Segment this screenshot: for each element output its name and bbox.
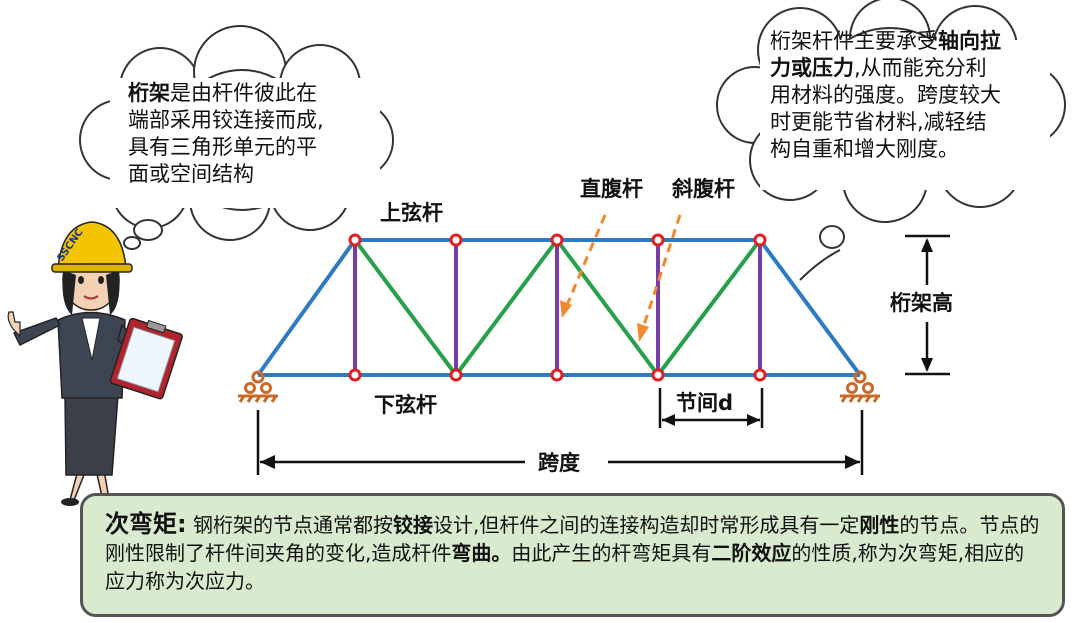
panel-dimension	[658, 388, 764, 428]
diagonal-member	[555, 238, 660, 377]
info-bold: 铰接	[392, 513, 433, 537]
span-dimension	[256, 410, 864, 475]
end-post-right	[758, 238, 862, 377]
truss-height-label: 桁架高	[890, 291, 953, 315]
truss	[256, 233, 862, 382]
info-title: 次弯矩:	[105, 510, 187, 538]
support-right	[840, 370, 880, 403]
diagonal-member	[656, 238, 762, 377]
height-dimension	[905, 234, 950, 376]
left-bubble-line: 是由杆件彼此在	[170, 81, 317, 105]
web-pointer-arrows	[560, 214, 682, 342]
info-text: 由此产生的杆弯矩具有	[511, 541, 712, 565]
info-text: 的性质,称为次弯矩,相应的应力称为次应力。	[105, 541, 1025, 593]
right-bubble-line: ,从而能充分利	[854, 56, 987, 80]
truss-node	[753, 233, 767, 247]
panel-length-label: 节间d	[676, 391, 733, 415]
truss-node	[651, 368, 665, 382]
right-bubble-text: 桁架杆件主要承受轴向拉 力或压力,从而能充分利 用材料的强度。跨度较大 时更能节…	[770, 28, 1050, 163]
secondary-moment-info-box: 次弯矩: 钢桁架的节点通常都按铰接设计,但杆件之间的连接构造却时常形成具有一定刚…	[80, 493, 1065, 617]
right-bubble-line: 时更能节省材料,减轻结	[770, 110, 987, 134]
info-bold: 二阶效应	[711, 541, 792, 565]
truss-node	[651, 233, 665, 247]
diagonal-member	[353, 238, 458, 377]
truss-node	[550, 368, 564, 382]
truss-node	[449, 233, 463, 247]
left-thought-bubble	[79, 25, 394, 250]
truss-node	[753, 368, 767, 382]
bottom-chord-label: 下弦杆	[374, 393, 437, 417]
truss-node	[449, 368, 463, 382]
support-left	[238, 370, 278, 403]
info-text: 钢桁架的节点通常都按	[192, 513, 393, 537]
left-bubble-line: 端部采用铰连接而成,	[128, 108, 324, 132]
diagonal-web-label: 斜腹杆	[671, 177, 735, 201]
truss-node	[348, 233, 362, 247]
info-text: 设计,但杆件之间的连接构造却时常形成具有一定	[432, 513, 860, 537]
diagonal-member	[454, 238, 559, 377]
vertical-web-label: 直腹杆	[580, 177, 643, 201]
left-bubble-line: 面或空间结构	[128, 162, 254, 186]
right-bubble-bold: 力或压力	[770, 56, 854, 80]
right-bubble-line: 构自重和增大刚度。	[770, 137, 959, 161]
left-bubble-text: 桁架是由杆件彼此在 端部采用铰连接而成, 具有三角形单元的平 面或空间结构	[128, 80, 368, 188]
top-chord-label: 上弦杆	[380, 201, 443, 225]
right-thought-bubble	[716, 0, 1066, 281]
left-bubble-line: 具有三角形单元的平	[128, 135, 317, 159]
info-bold: 弯曲。	[451, 541, 512, 565]
truss-node	[550, 233, 564, 247]
truss-term: 桁架	[128, 81, 170, 105]
end-post-left	[256, 238, 357, 377]
info-text: 的节点。节点的刚性限制了杆件间夹角的变化,造成杆件	[105, 513, 1040, 565]
right-bubble-line: 用材料的强度。跨度较大	[770, 83, 1001, 107]
span-label: 跨度	[538, 451, 580, 475]
truss-node	[348, 368, 362, 382]
info-bold: 刚性	[859, 513, 900, 537]
right-bubble-line: 桁架杆件主要承受	[770, 29, 938, 53]
right-bubble-bold: 轴向拉	[938, 29, 1001, 53]
engineer-character: SSCNC	[7, 221, 183, 511]
